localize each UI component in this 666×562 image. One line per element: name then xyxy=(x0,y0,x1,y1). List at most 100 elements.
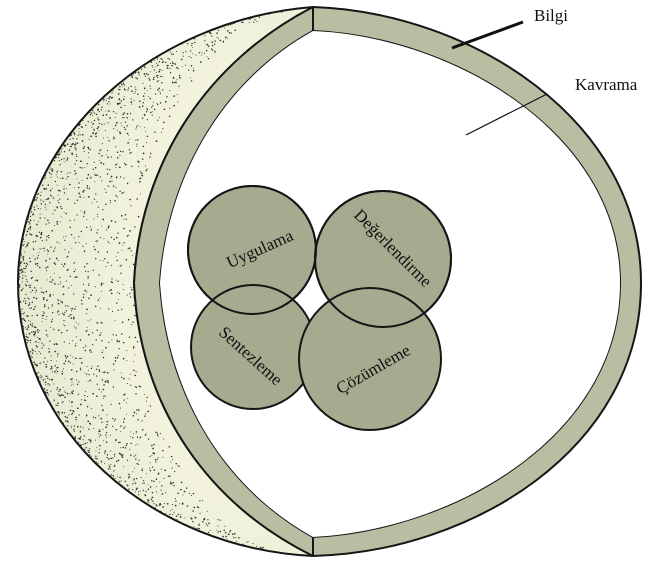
stipple-dot xyxy=(172,61,173,62)
stipple-dot xyxy=(153,503,154,504)
stipple-dot xyxy=(144,394,145,395)
stipple-dot xyxy=(52,154,53,155)
stipple-dot xyxy=(110,86,111,87)
stipple-dot xyxy=(208,532,209,533)
stipple-dot xyxy=(94,112,95,113)
stipple-dot xyxy=(100,473,101,474)
stipple-dot xyxy=(154,60,155,61)
stipple-dot xyxy=(125,447,127,449)
stipple-dot xyxy=(193,68,194,69)
bubble-cozumleme xyxy=(299,288,441,430)
stipple-dot xyxy=(34,220,35,221)
stipple-dot xyxy=(148,509,149,510)
stipple-dot xyxy=(110,469,111,470)
stipple-dot xyxy=(220,519,221,520)
stipple-dot xyxy=(90,423,91,424)
stipple-dot xyxy=(82,112,83,113)
stipple-dot xyxy=(63,294,65,296)
stipple-dot xyxy=(120,407,121,408)
stipple-dot xyxy=(100,237,101,238)
stipple-dot xyxy=(42,172,44,174)
stipple-dot xyxy=(19,279,20,280)
stipple-dot xyxy=(64,240,65,241)
stipple-dot xyxy=(89,105,90,106)
stipple-dot xyxy=(39,232,40,233)
stipple-dot xyxy=(157,48,159,50)
stipple-dot xyxy=(87,107,88,108)
stipple-dot xyxy=(74,220,75,221)
stipple-dot xyxy=(92,465,94,467)
stipple-dot xyxy=(120,453,121,454)
stipple-dot xyxy=(171,53,172,54)
stipple-dot xyxy=(96,375,97,376)
stipple-dot xyxy=(222,543,223,544)
stipple-dot xyxy=(36,365,37,366)
stipple-dot xyxy=(80,368,81,369)
stipple-dot xyxy=(135,502,136,503)
stipple-dot xyxy=(67,130,69,132)
stipple-dot xyxy=(124,163,125,164)
stipple-dot xyxy=(86,187,87,188)
stipple-dot xyxy=(157,77,158,78)
stipple-dot xyxy=(166,520,168,522)
stipple-dot xyxy=(55,247,56,248)
stipple-dot xyxy=(129,378,130,379)
stipple-dot xyxy=(155,432,156,433)
stipple-dot xyxy=(59,414,60,415)
stipple-dot xyxy=(60,178,61,179)
stipple-dot xyxy=(117,476,118,477)
stipple-dot xyxy=(65,305,66,306)
stipple-dot xyxy=(124,418,126,420)
stipple-dot xyxy=(46,299,48,301)
stipple-dot xyxy=(184,35,186,37)
stipple-dot xyxy=(65,355,67,357)
stipple-dot xyxy=(46,270,47,271)
stipple-dot xyxy=(230,546,231,547)
stipple-dot xyxy=(208,522,210,524)
stipple-dot xyxy=(146,433,147,434)
stipple-dot xyxy=(84,146,85,147)
stipple-dot xyxy=(127,496,128,497)
stipple-dot xyxy=(147,56,148,57)
stipple-dot xyxy=(130,67,131,68)
stipple-dot xyxy=(178,525,179,526)
stipple-dot xyxy=(106,437,107,438)
stipple-dot xyxy=(53,329,54,330)
stipple-dot xyxy=(101,460,102,461)
stipple-dot xyxy=(142,429,144,431)
stipple-dot xyxy=(99,470,100,471)
stipple-dot xyxy=(256,21,257,22)
stipple-dot xyxy=(81,362,83,364)
stipple-dot xyxy=(60,395,62,397)
stipple-dot xyxy=(26,315,27,316)
stipple-dot xyxy=(80,167,81,168)
stipple-dot xyxy=(123,71,125,73)
stipple-dot xyxy=(97,109,98,110)
stipple-dot xyxy=(64,186,65,187)
stipple-dot xyxy=(140,60,141,61)
stipple-dot xyxy=(253,22,254,23)
stipple-dot xyxy=(91,122,92,123)
stipple-dot xyxy=(116,429,117,430)
stipple-dot xyxy=(224,20,225,21)
stipple-dot xyxy=(30,321,31,322)
stipple-dot xyxy=(89,139,90,140)
stipple-dot xyxy=(71,317,73,319)
stipple-dot xyxy=(182,494,183,495)
stipple-dot xyxy=(139,460,140,461)
stipple-dot xyxy=(63,387,64,388)
stipple-dot xyxy=(28,243,29,244)
stipple-dot xyxy=(130,71,131,72)
stipple-dot xyxy=(99,298,100,299)
stipple-dot xyxy=(43,292,44,293)
stipple-dot xyxy=(82,120,83,121)
stipple-dot xyxy=(72,413,73,414)
stipple-dot xyxy=(85,346,86,347)
stipple-dot xyxy=(137,437,138,438)
stipple-dot xyxy=(237,548,238,549)
stipple-dot xyxy=(116,280,117,281)
stipple-dot xyxy=(19,265,21,267)
stipple-dot xyxy=(88,174,90,176)
stipple-dot xyxy=(78,135,79,136)
stipple-dot xyxy=(159,62,160,63)
